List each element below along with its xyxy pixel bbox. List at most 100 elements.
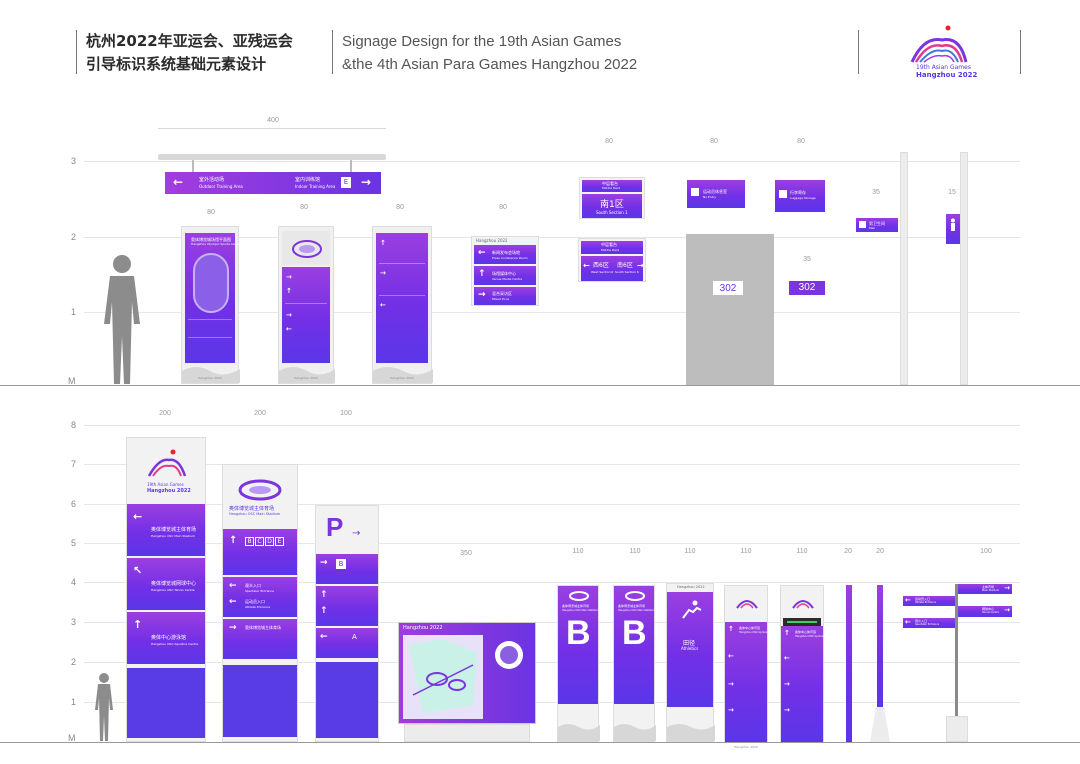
tower2-arrow-left-icon: ←	[229, 581, 237, 591]
tall2-arrow-left-icon: ←	[286, 325, 292, 333]
tower-sign-1: 19th Asian Games Hangzhou 2022 ← 奥体博览城主体…	[126, 437, 206, 742]
bottom-grid-6	[84, 504, 1020, 505]
bottom-ground-line	[0, 742, 1080, 743]
wall-sign-row-2: ↑ 场馆媒体中心 Venue Media Centre	[474, 266, 536, 285]
top-dim-80g: 80	[797, 138, 805, 145]
room-sign-en: No Entry	[703, 195, 717, 199]
athletics-wave-icon	[667, 724, 715, 741]
bottom-y-m: M	[68, 733, 76, 743]
wall-arrow-up-icon: ↑	[478, 269, 486, 279]
room-sign-cn: 运动员休息室	[703, 189, 727, 194]
bottom-dim-110d: 110	[740, 548, 752, 555]
tall3-arrow-right-icon: →	[380, 269, 386, 277]
tower2-arrow-left2-icon: ←	[229, 597, 237, 607]
fingerpost-right-2: 网球中心 Tennis Centre →	[958, 606, 1012, 617]
header-title-cn-line2: 引导标识系统基础元素设计	[86, 55, 267, 73]
parking-gate-b: B	[336, 559, 346, 569]
b-sign-2-cn: 奥体博览城主体育场	[618, 604, 646, 608]
parking-arrow-up2-icon: ↑	[320, 606, 328, 616]
parking-letter: P	[326, 512, 344, 542]
b-sign-1-stadium-icon	[569, 591, 589, 601]
route1-en: Hangzhou OSC Gymnasium	[739, 631, 774, 634]
thin-pole-2	[877, 585, 883, 707]
finger-left-1-arrow-icon: ←	[905, 596, 911, 604]
room-number-2: 302	[789, 281, 825, 295]
section-top-en: Middle Deck	[602, 186, 621, 190]
bottom-dim-110c: 110	[684, 548, 696, 555]
wave-decoration-2-icon	[279, 367, 335, 383]
top-dim-80b: 80	[300, 204, 308, 211]
top-dim-15: 15	[948, 189, 956, 196]
header-title-en-line1: Signage Design for the 19th Asian Games	[342, 33, 622, 50]
bottom-grid-3	[84, 622, 1020, 623]
bottom-dim-20a: 20	[844, 548, 852, 555]
section-bottom-cn: 中层看台	[601, 242, 617, 247]
bottom-dim-100b: 100	[980, 548, 992, 555]
tower2-row-2-en: Athlete Entrance	[245, 605, 271, 609]
tower1-row-1-cn: 奥体博览城主体育场	[151, 527, 197, 533]
wave-decoration-3-icon	[373, 367, 433, 383]
luggage-sign: 行李寄存 Luggage Storage	[775, 180, 825, 212]
tower2-arrow-right-icon: →	[229, 623, 237, 633]
top-dim-400-line	[158, 128, 386, 129]
tower2-gate-d: D	[265, 537, 274, 546]
section-sign-main: 中层看台 Middle Deck 南1区 South Section 1	[579, 177, 645, 219]
route2-arrow-up-icon: ↑	[784, 629, 790, 637]
bottom-grid-8	[84, 425, 1020, 426]
luggage-icon	[779, 190, 787, 198]
tower1-row-1: ← 奥体博览城主体育场 Hangzhou OSC Main Stadium	[127, 504, 205, 556]
section-top-cn: 中层看台	[602, 181, 618, 186]
luggage-cn: 行李寄存	[790, 190, 806, 195]
b-sign-1-wave-icon	[558, 724, 600, 741]
column-2	[960, 152, 968, 385]
section-sign-main-panel: 南1区 South Section 1	[582, 194, 642, 218]
tower2-row-2-cn: 运动员入口	[245, 599, 265, 604]
route-sign-1-footer: Hangzhou 2022	[734, 745, 758, 749]
wave-decoration-icon	[182, 367, 240, 383]
logo-line2: Hangzhou 2022	[916, 71, 978, 79]
wall-row-2-cn: 场馆媒体中心	[492, 271, 516, 276]
wall-arrow-left-icon: ←	[478, 248, 486, 258]
person-marker-icon	[951, 218, 955, 231]
parking-arrow-up-icon: ↑	[320, 590, 328, 600]
arrow-right-icon: →	[361, 175, 372, 189]
b-sign-2-letter: B	[622, 614, 647, 652]
bottom-grid-5	[84, 543, 1020, 544]
section-sign-lower: 中层看台 Middle Deck ← 西6区 West Section 6 南6…	[578, 238, 646, 282]
top-ground-line	[0, 385, 1080, 386]
bottom-y-7: 7	[71, 459, 77, 469]
wall-sign-label: Hangzhou 2022	[476, 238, 508, 243]
fingerpost-pole	[955, 584, 958, 716]
route2-en: Hangzhou OSC Gymnasium	[795, 635, 830, 638]
logo-line1: 19th Asian Games	[916, 64, 971, 71]
tall-sign-map: 奥体博览城场馆平面图 Hangzhou Olympic Sports Cente…	[181, 226, 241, 384]
top-y-m: M	[68, 376, 76, 386]
tower1-logo-line1: 19th Asian Games	[147, 482, 184, 487]
asian-games-logo: 19th Asian Games Hangzhou 2022	[904, 22, 978, 82]
tower1-arrow-up-icon: ↑	[133, 618, 143, 631]
bottom-dim-350: 350	[460, 550, 472, 557]
athletics-cn: 田径	[683, 640, 696, 647]
stadium-emblem-icon	[292, 240, 322, 258]
wall-sign-row-1: ← 新闻发布会场地 Press Conference Room	[474, 245, 536, 264]
tower2-row-1-cn: 观众入口	[245, 583, 261, 588]
bottom-y-6: 6	[71, 499, 77, 509]
tall-sign-emblem: → ↑ → ← Hangzhou 2022	[278, 226, 335, 384]
door-panel	[686, 234, 774, 385]
wall-row-3-cn: 混合采访区	[492, 291, 512, 296]
column-1	[900, 152, 908, 385]
tower2-title-cn: 奥体博览城主体育场	[229, 506, 275, 512]
tall-sign-map-divider	[188, 319, 232, 320]
route1-arrow-left-icon: ←	[728, 652, 734, 660]
map-board: Hangzhou 2022	[398, 622, 536, 724]
arrow-left-icon: ←	[173, 175, 184, 189]
bottom-grid-7	[84, 464, 1020, 465]
finger-left-1-en: Athlete Entrance	[915, 601, 936, 604]
bottom-y-5: 5	[71, 538, 77, 548]
athletics-panel: 田径 Athletics	[667, 592, 713, 707]
section-main-cn: 南1区	[600, 200, 624, 210]
bottom-grid-4	[84, 582, 1020, 583]
restroom-icon	[859, 221, 866, 228]
tower1-row-3-cn: 奥体中心游泳馆	[151, 635, 187, 641]
section-bottom-en: Middle Deck	[601, 248, 620, 252]
